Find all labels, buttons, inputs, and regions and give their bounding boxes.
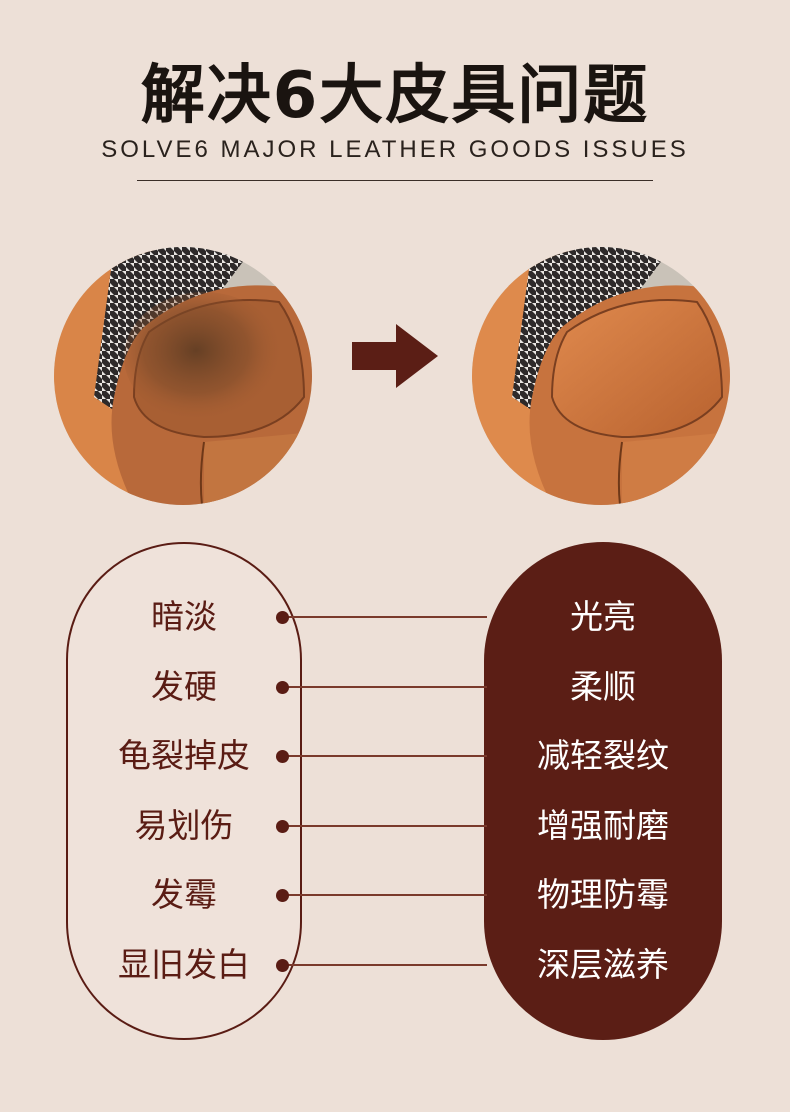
connector-line bbox=[283, 894, 487, 896]
arrow-right-icon bbox=[352, 324, 438, 388]
problem-label: 暗淡 bbox=[151, 597, 217, 636]
benefits-panel bbox=[484, 542, 722, 1040]
benefit-label: 减轻裂纹 bbox=[537, 736, 669, 775]
connector-line bbox=[283, 964, 487, 966]
problems-panel bbox=[66, 542, 302, 1040]
benefit-label: 深层滋养 bbox=[537, 945, 669, 984]
connector-dot bbox=[276, 959, 289, 972]
connector-dot bbox=[276, 750, 289, 763]
connector-line bbox=[283, 686, 487, 688]
connector-line bbox=[283, 825, 487, 827]
page-title: 解决6大皮具问题 bbox=[140, 59, 650, 133]
problem-label: 显旧发白 bbox=[118, 945, 250, 984]
problem-label: 发霉 bbox=[151, 875, 217, 914]
sofa-after-icon bbox=[472, 247, 730, 505]
sofa-before-icon bbox=[54, 247, 312, 505]
benefit-label: 物理防霉 bbox=[537, 875, 669, 914]
connector-line bbox=[283, 616, 487, 618]
connector-dot bbox=[276, 889, 289, 902]
problem-label: 易划伤 bbox=[134, 806, 234, 845]
benefit-label: 柔顺 bbox=[570, 667, 636, 706]
connector-dot bbox=[276, 611, 289, 624]
connector-dot bbox=[276, 681, 289, 694]
connector-dot bbox=[276, 820, 289, 833]
benefit-label: 增强耐磨 bbox=[537, 806, 669, 845]
page-subtitle: SOLVE6 MAJOR LEATHER GOODS ISSUES bbox=[101, 136, 689, 163]
connector-line bbox=[283, 755, 487, 757]
problem-label: 发硬 bbox=[151, 667, 217, 706]
title-divider bbox=[137, 180, 653, 181]
benefit-label: 光亮 bbox=[570, 597, 636, 636]
problem-label: 龟裂掉皮 bbox=[118, 736, 250, 775]
